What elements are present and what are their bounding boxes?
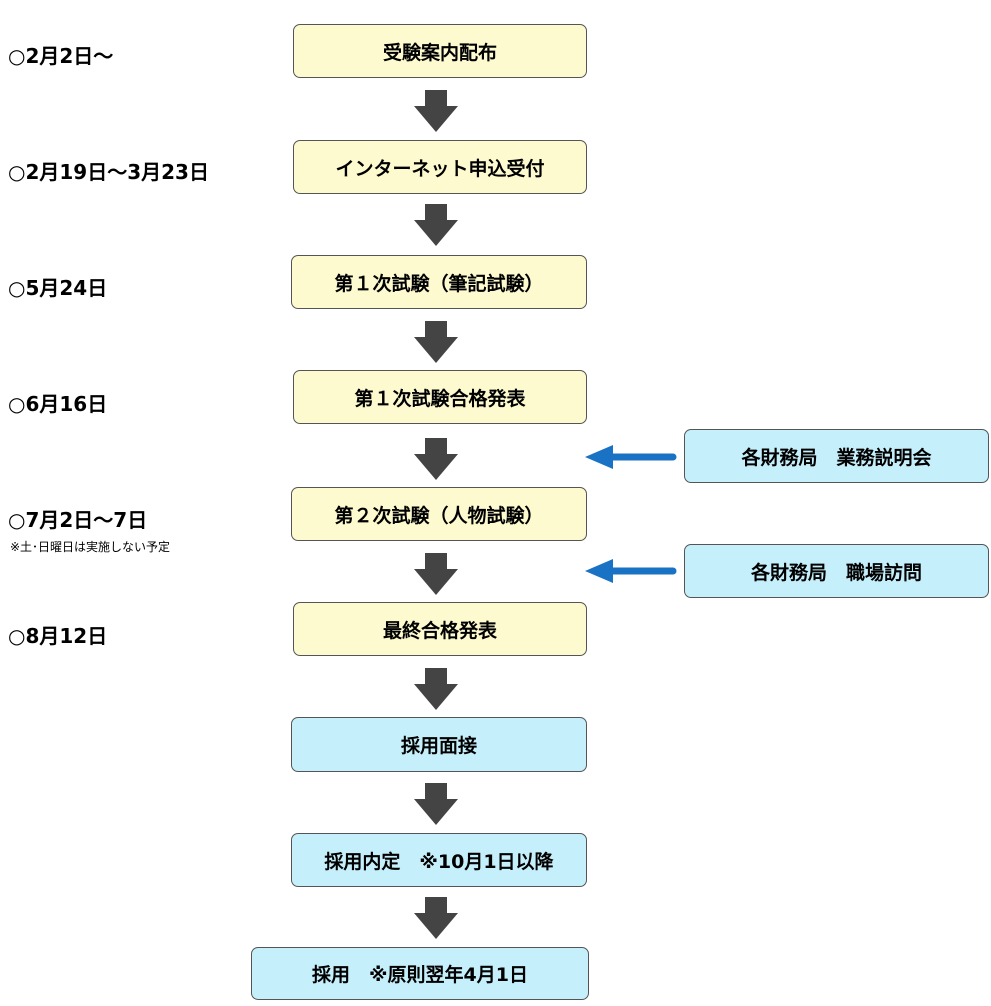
date-label: ○5月24日 (8, 276, 108, 300)
left-arrow-icon (585, 559, 677, 583)
down-arrow-icon (414, 438, 458, 480)
step-box: 採用面接 (291, 717, 587, 772)
down-arrow-icon (414, 204, 458, 246)
date-note: ※土･日曜日は実施しない予定 (10, 540, 171, 554)
down-arrow-icon (414, 553, 458, 595)
step-box: 採用 ※原則翌年4月1日 (251, 947, 589, 1000)
date-label: ○6月16日 (8, 392, 108, 416)
step-box: 最終合格発表 (293, 602, 587, 656)
date-label: ○2月19日～3月23日 (8, 160, 209, 184)
date-label: ○8月12日 (8, 624, 108, 648)
left-arrow-icon (585, 445, 677, 469)
side-event-box: 各財務局 職場訪問 (684, 544, 989, 598)
step-box: 第２次試験（人物試験） (291, 487, 587, 541)
step-box: 受験案内配布 (293, 24, 587, 78)
down-arrow-icon (414, 783, 458, 825)
side-event-box: 各財務局 業務説明会 (684, 429, 989, 483)
step-box: 第１次試験合格発表 (293, 370, 587, 424)
date-label: ○2月2日～ (8, 44, 114, 68)
down-arrow-icon (414, 897, 458, 939)
step-box: インターネット申込受付 (293, 140, 587, 194)
down-arrow-icon (414, 90, 458, 132)
down-arrow-icon (414, 668, 458, 710)
step-box: 第１次試験（筆記試験） (291, 255, 587, 309)
step-box: 採用内定 ※10月1日以降 (291, 833, 587, 887)
down-arrow-icon (414, 321, 458, 363)
date-label: ○7月2日～7日 (8, 508, 148, 532)
